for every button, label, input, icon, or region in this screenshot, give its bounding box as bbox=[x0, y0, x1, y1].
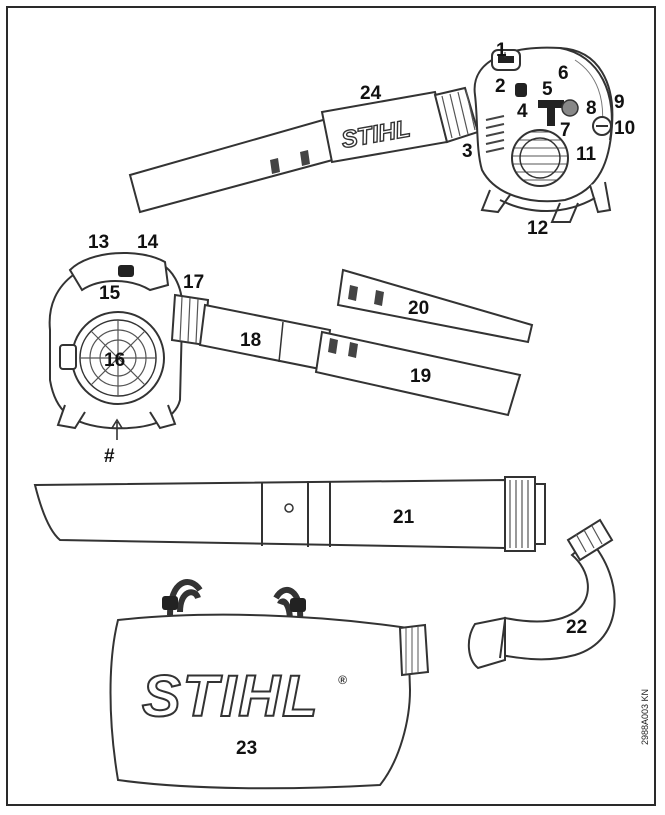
elbow-22 bbox=[498, 538, 616, 661]
elbow-22-assembly bbox=[467, 518, 616, 670]
label-16: 16 bbox=[104, 350, 125, 371]
collection-bag-assembly: STIHL ® bbox=[109, 579, 430, 790]
label-14: 14 bbox=[137, 232, 159, 253]
blow-tube-upper bbox=[128, 116, 342, 214]
label-9: 9 bbox=[614, 92, 625, 113]
blower-middle-assembly bbox=[48, 252, 534, 440]
label-23: 23 bbox=[236, 738, 257, 759]
figure-code: 2988A003 KN bbox=[640, 688, 650, 745]
label-21: 21 bbox=[393, 507, 415, 528]
blow-tube-18 bbox=[198, 303, 332, 372]
suction-tube-21 bbox=[33, 478, 506, 550]
primer-bulb bbox=[561, 99, 579, 117]
label-10: 10 bbox=[614, 118, 635, 139]
label-4: 4 bbox=[517, 101, 528, 122]
registered-mark: ® bbox=[338, 673, 347, 687]
suction-tube-assembly bbox=[33, 476, 546, 552]
bag-logo: STIHL bbox=[142, 664, 320, 729]
label-6: 6 bbox=[558, 63, 569, 84]
bag-straps bbox=[167, 579, 304, 623]
label-1: 1 bbox=[496, 40, 507, 61]
collection-bag-23 bbox=[109, 613, 412, 790]
nozzle-20 bbox=[336, 268, 534, 344]
bag-spout bbox=[398, 623, 430, 677]
label-19: 19 bbox=[410, 366, 431, 387]
label-12: 12 bbox=[527, 218, 548, 239]
label-8: 8 bbox=[586, 98, 597, 119]
label-13: 13 bbox=[88, 232, 109, 253]
label-5: 5 bbox=[542, 79, 553, 100]
label-11: 11 bbox=[576, 144, 597, 165]
label-17: 17 bbox=[183, 272, 204, 293]
part-labels: 1 2 3 4 5 6 7 8 9 10 11 12 13 14 15 16 1… bbox=[88, 40, 635, 759]
blower-top-assembly: STIHL bbox=[128, 46, 614, 223]
choke-lever bbox=[538, 100, 564, 126]
label-24: 24 bbox=[360, 83, 382, 104]
label-7: 7 bbox=[560, 120, 571, 141]
label-hash: # bbox=[104, 446, 115, 467]
label-15: 15 bbox=[99, 283, 121, 304]
label-3: 3 bbox=[462, 141, 473, 162]
label-18: 18 bbox=[240, 330, 261, 351]
label-20: 20 bbox=[408, 298, 429, 319]
blow-tube-19 bbox=[314, 330, 522, 417]
elbow-nozzle bbox=[467, 616, 506, 670]
label-2: 2 bbox=[495, 76, 506, 97]
label-22: 22 bbox=[566, 617, 587, 638]
blower-housing-top bbox=[473, 46, 614, 203]
